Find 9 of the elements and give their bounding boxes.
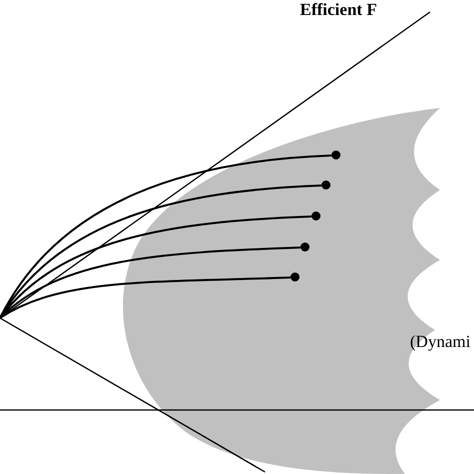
curve — [0, 184, 322, 319]
dot — [312, 212, 320, 220]
dot — [290, 272, 300, 282]
dot — [322, 180, 330, 190]
dot — [332, 150, 340, 160]
dot — [300, 242, 310, 252]
axis-label: (Dynami — [410, 332, 470, 352]
axis-label: Efficient F — [300, 0, 377, 20]
curve — [0, 276, 291, 319]
